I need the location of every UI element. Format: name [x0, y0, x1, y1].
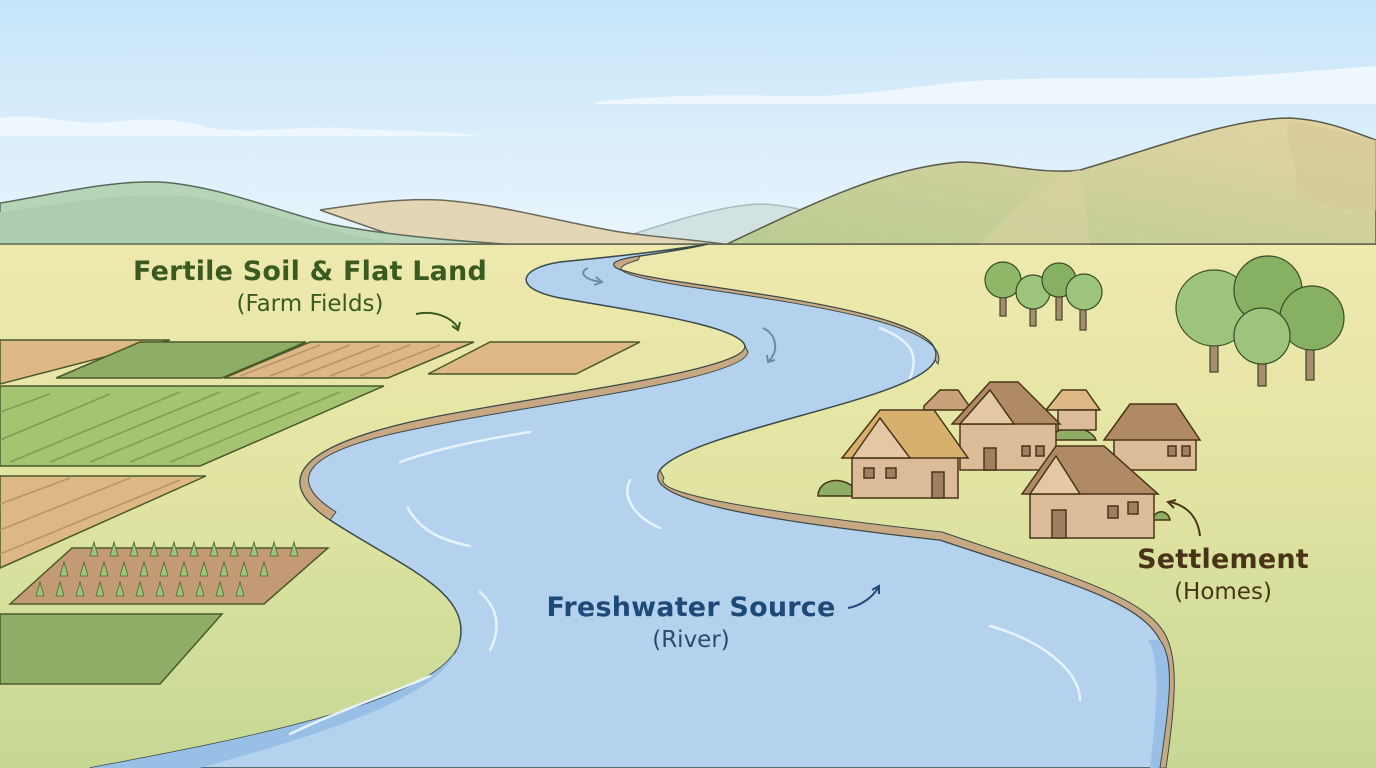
farm-fields: [0, 339, 641, 685]
trees: [984, 255, 1345, 387]
settlement-label-title: Settlement: [1137, 544, 1309, 575]
tree-icon: [984, 255, 1345, 387]
settlement-arrow-icon: [1166, 499, 1201, 537]
settlement-houses: [817, 381, 1202, 539]
settlement-label-subtitle: (Homes): [1174, 579, 1272, 605]
settlement-label: Settlement (Homes): [1128, 544, 1318, 605]
river-flow-arrows-icon: [582, 267, 777, 364]
fields-label-title: Fertile Soil & Flat Land: [133, 256, 487, 287]
fields-label-subtitle: (Farm Fields): [236, 291, 384, 317]
cloud-left: [0, 116, 480, 136]
cloud-right: [595, 66, 1376, 104]
fields-arrow-icon: [415, 312, 461, 332]
river: [89, 243, 1175, 768]
hills: [0, 117, 1376, 246]
river-label-title: Freshwater Source: [546, 592, 836, 623]
river-arrow-icon: [847, 584, 880, 609]
crop-rows: [35, 540, 299, 597]
river-label: Freshwater Source (River): [538, 592, 844, 653]
river-label-subtitle: (River): [652, 627, 730, 653]
fields-label: Fertile Soil & Flat Land (Farm Fields): [130, 256, 490, 317]
